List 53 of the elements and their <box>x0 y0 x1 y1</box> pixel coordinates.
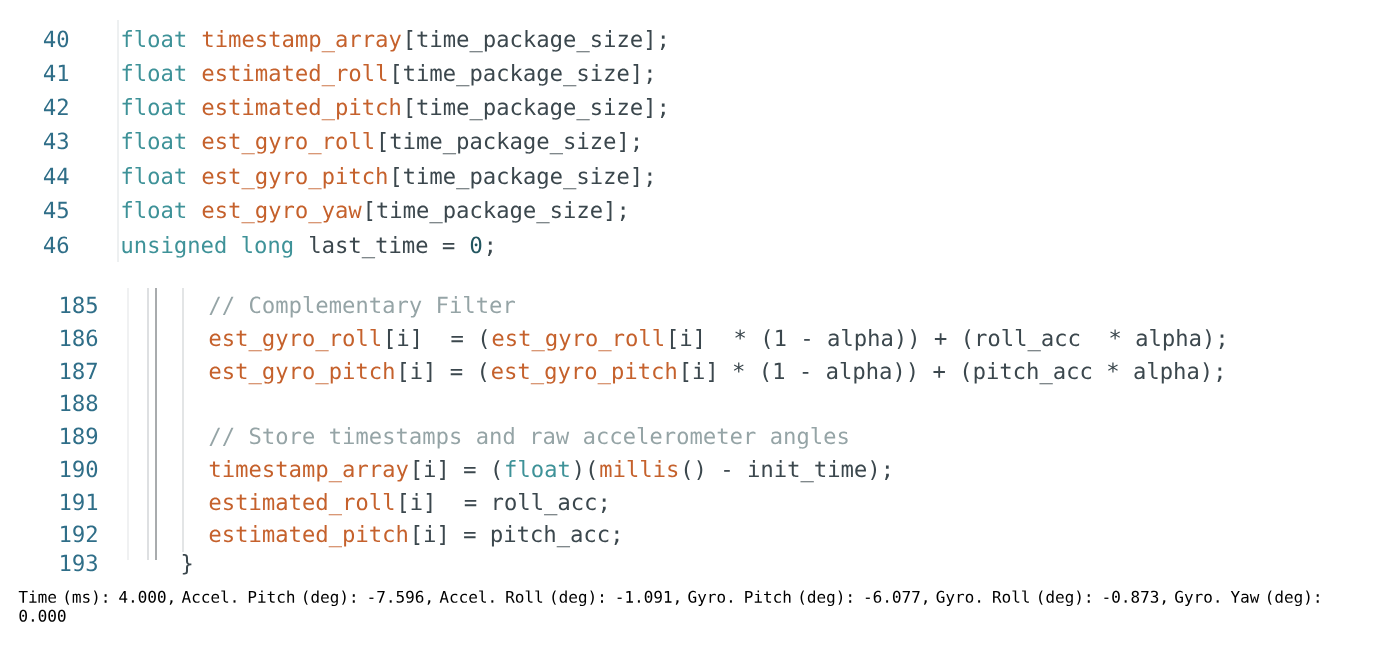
line-number: 189 <box>61 427 98 445</box>
label: () - init_time); <box>684 460 889 483</box>
label: = ( <box>451 329 487 349</box>
label: millis <box>600 459 678 478</box>
line-number: 46 <box>43 236 69 254</box>
label: [i] <box>387 329 419 349</box>
code-line: // Store timestamps and raw accelerometer angles <box>209 427 848 449</box>
label: est_gyro_roll <box>492 328 663 352</box>
line-number: 43 <box>43 132 68 150</box>
line-number: 186 <box>61 329 98 347</box>
code-line: float estimated_roll [time_package_size]; <box>122 64 652 87</box>
line-number: 185 <box>61 296 97 314</box>
line-number: 42 <box>43 98 68 115</box>
code-line: float estimated_pitch [time_package_size]; <box>122 98 665 121</box>
line-number: 41 <box>43 64 69 81</box>
label: ; <box>487 241 492 257</box>
label: est_gyro_pitch <box>209 362 394 385</box>
label: * (1 - alpha)) + (roll_acc <box>735 328 1080 352</box>
label: [i] * (1 - alpha)) + (pitch_acc * alpha); <box>683 361 1222 385</box>
code-line: estimated_pitch [i] = pitch_acc; <box>209 525 619 548</box>
line-number: 45 <box>43 201 68 219</box>
code-line: } <box>182 554 192 575</box>
label: )( <box>575 460 595 480</box>
code-line: float timestamp_array [time_package_size]; <box>122 30 665 53</box>
line-number: 188 <box>61 394 98 412</box>
code-line: float est_gyro_roll [time_package_size]; <box>122 132 638 155</box>
line-number: 192 <box>61 525 97 543</box>
code-line: estimated_roll [i] = roll_acc; <box>209 493 606 516</box>
line-number: 190 <box>61 460 98 478</box>
label: est_gyro_roll <box>209 328 380 352</box>
code-line: float est_gyro_yaw [time_package_size]; <box>122 201 625 224</box>
label: [i] = ( <box>414 460 500 480</box>
code-line: // Complementary Filter <box>209 296 515 318</box>
code-line: timestamp_array [i] = ( float )( millis () - init_time); <box>209 460 889 483</box>
label: unsigned long <box>122 235 293 258</box>
code-line: est_gyro_roll [i] = ( est_gyro_roll [i] * (1 - alpha)) + (roll_acc * alpha); <box>209 329 1224 352</box>
label: est_gyro_pitch <box>492 362 676 385</box>
line-number: 44 <box>43 167 69 184</box>
label: float <box>506 459 569 478</box>
label: timestamp_array <box>209 460 409 483</box>
code-line: float est_gyro_pitch [time_package_size]; <box>122 167 652 190</box>
console-output: Time (ms): 4.000, Accel. Pitch (deg): -7.596, Accel. Roll (deg): -1.091, Gyro. Pitch (deg): -6.077, Gyro. Roll (deg): -0.873, Gyro. Yaw (deg): 0.000 <box>18 590 1319 622</box>
label: * alpha); <box>1110 328 1224 351</box>
label: [i] <box>670 329 702 349</box>
label: last_time = <box>310 235 455 259</box>
line-number: 40 <box>43 30 69 48</box>
line-number: 191 <box>61 493 98 511</box>
line-number: 193 <box>61 554 97 572</box>
label: [i] = ( <box>401 362 487 382</box>
label: 0 <box>470 236 482 254</box>
code-line: unsigned long last_time = 0 ; <box>122 236 492 259</box>
code-line: est_gyro_pitch [i] = ( est_gyro_pitch [i] * (1 - alpha)) + (pitch_acc * alpha); <box>209 362 1222 385</box>
line-number: 187 <box>61 362 97 380</box>
